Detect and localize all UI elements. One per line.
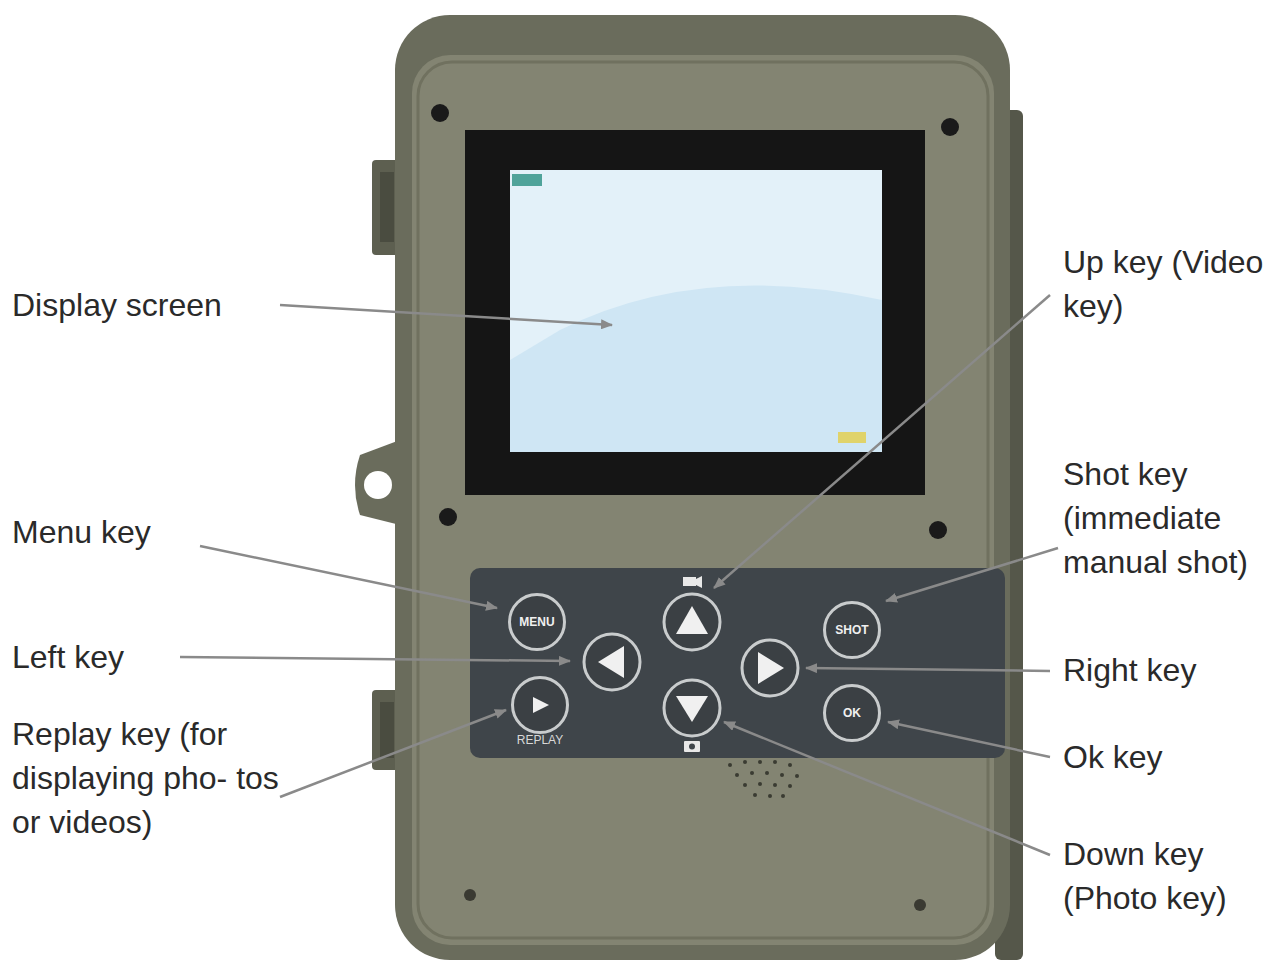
key-text: OK xyxy=(843,706,861,720)
callout-label: Up key (Video key) xyxy=(1063,240,1268,328)
key-button: OK xyxy=(823,684,881,742)
play-icon xyxy=(529,694,551,716)
callout-label: Shot key (immediate manual shot) xyxy=(1063,452,1278,584)
callout-label: Display screen xyxy=(12,283,312,327)
key-button: REPLAY xyxy=(511,676,569,734)
callout-label: Left key xyxy=(12,635,192,679)
callout-label: Right key xyxy=(1063,648,1268,692)
callout-label: Menu key xyxy=(12,510,212,554)
callout-label: Down key (Photo key) xyxy=(1063,832,1268,920)
key-text: MENU xyxy=(519,615,554,629)
callout-label: Ok key xyxy=(1063,735,1268,779)
key-text: SHOT xyxy=(835,623,868,637)
key-text: REPLAY xyxy=(517,733,563,747)
key-button: MENU xyxy=(508,593,566,651)
key-button: SHOT xyxy=(823,601,881,659)
callout-label: Replay key (for displaying pho- tos or v… xyxy=(12,712,280,844)
